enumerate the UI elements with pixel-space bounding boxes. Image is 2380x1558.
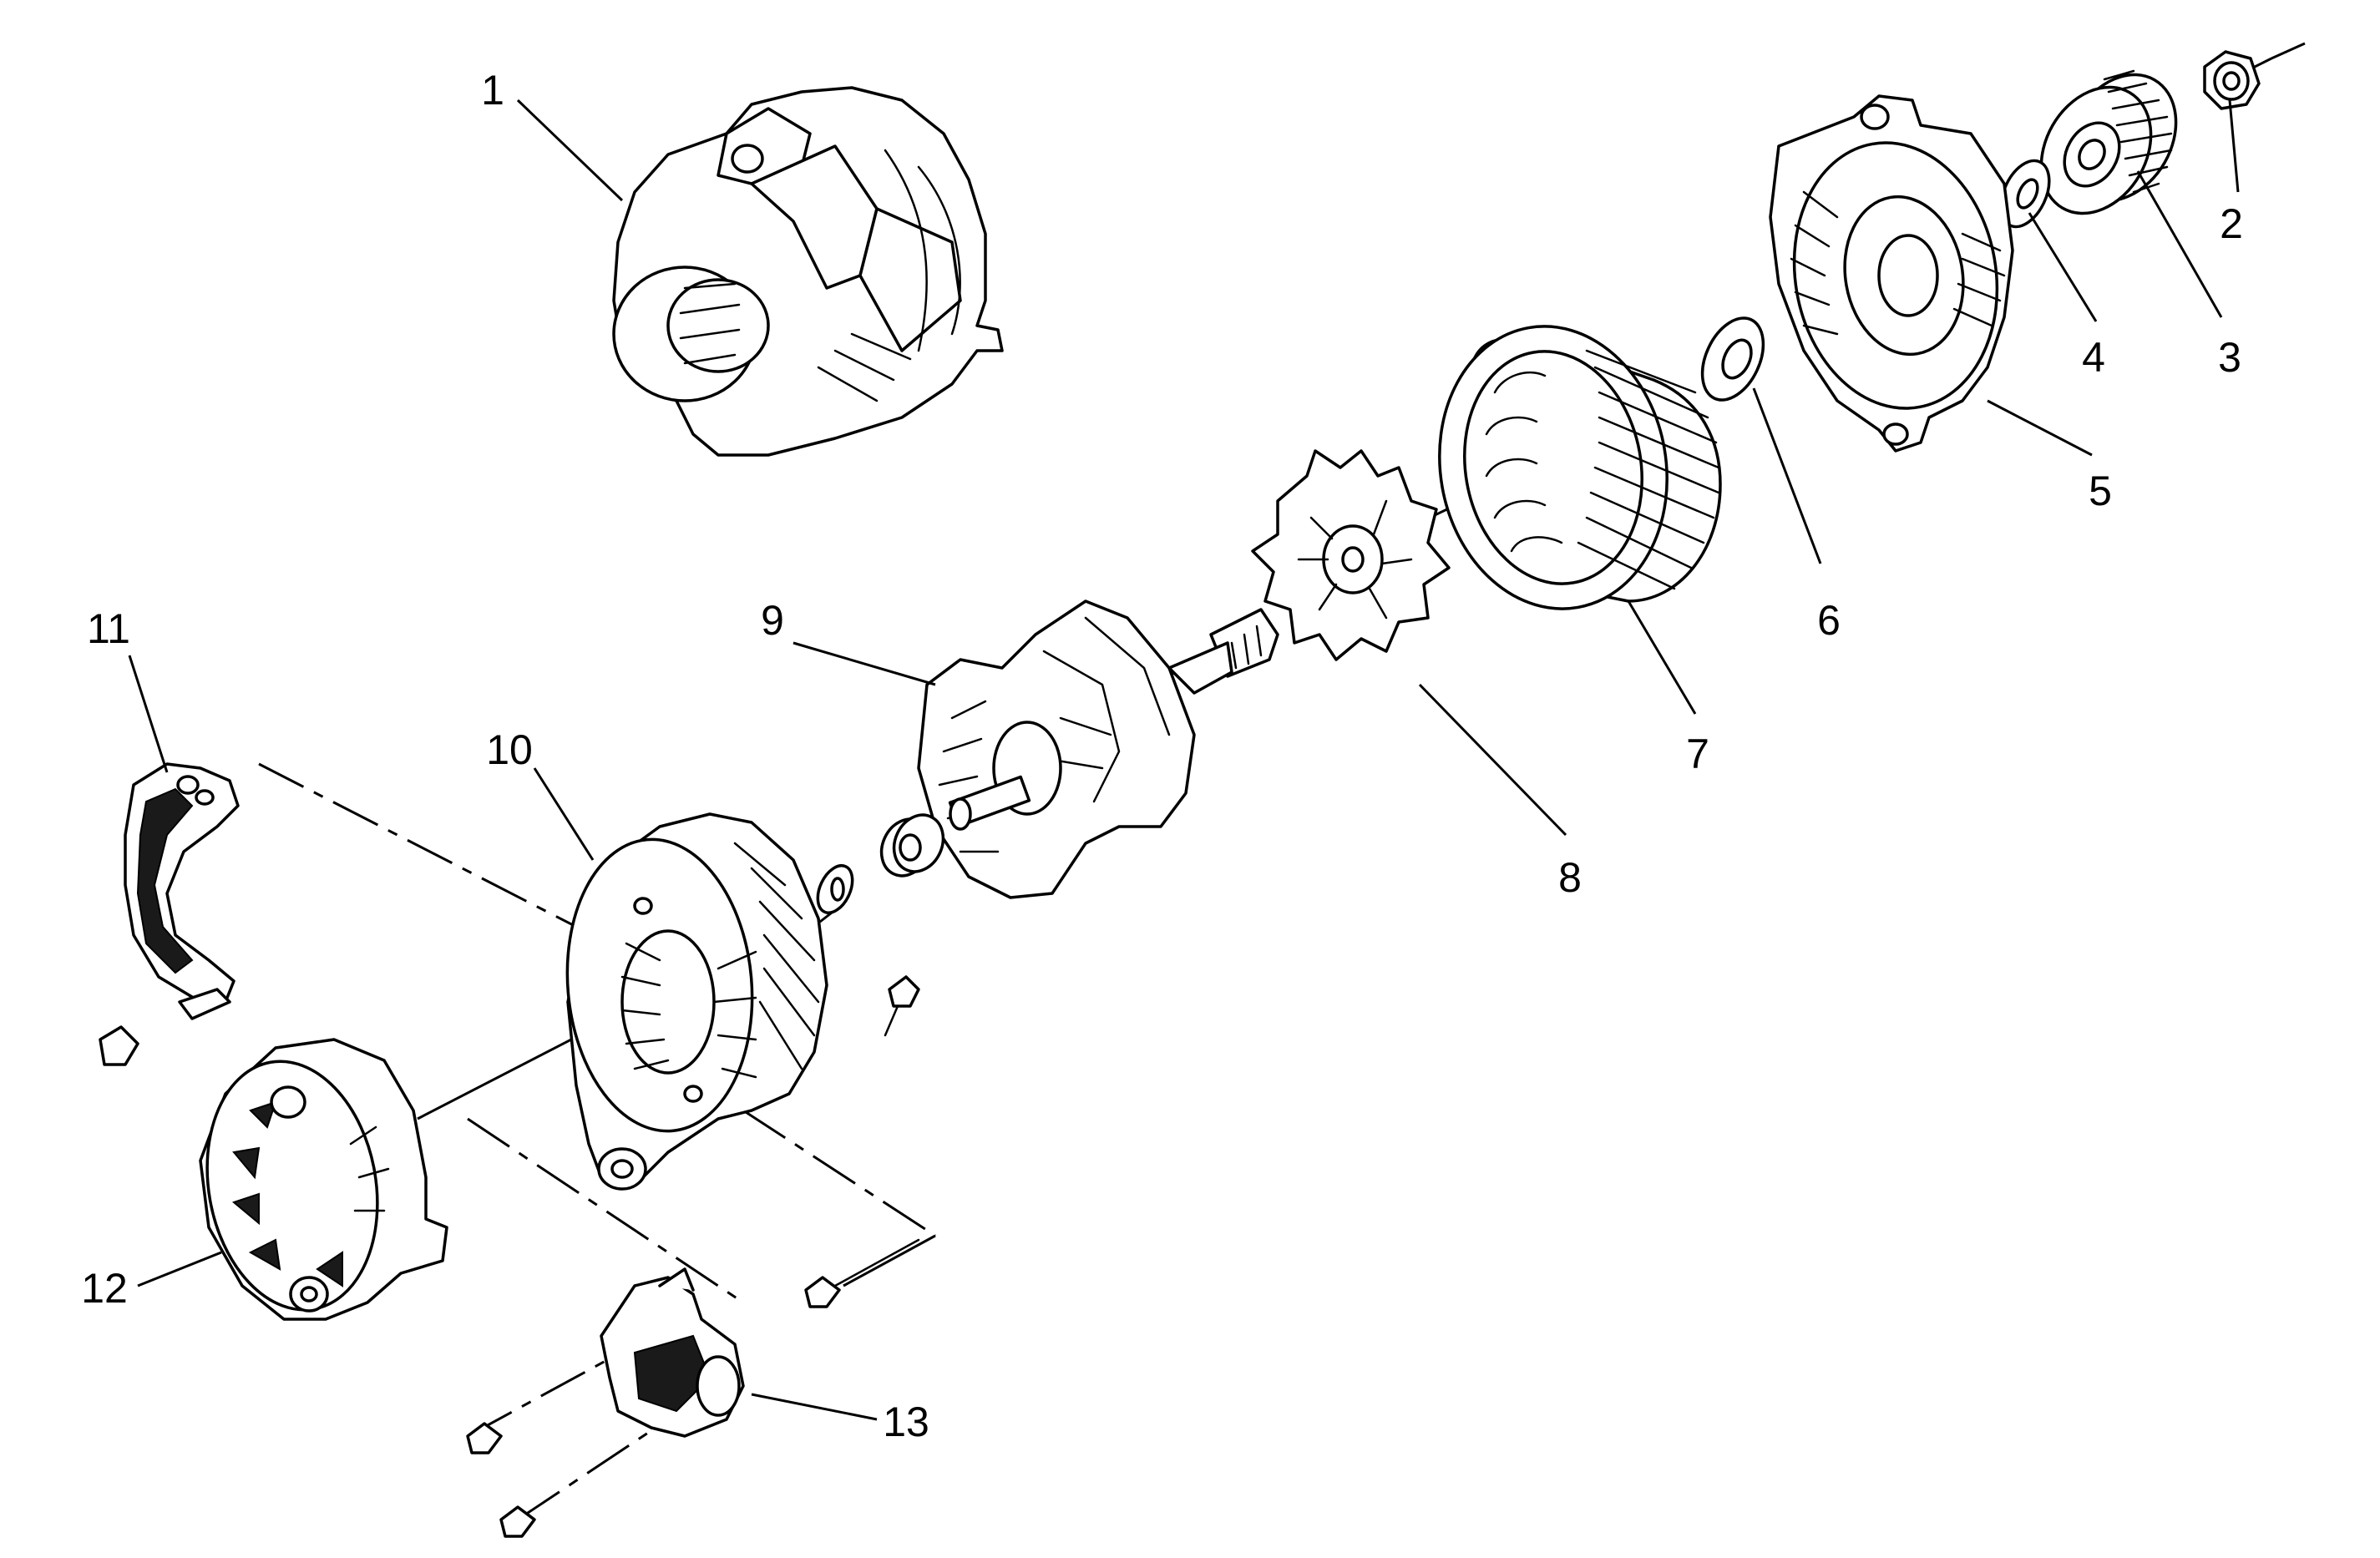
callout-8: 8 (1558, 854, 1582, 901)
stator (1438, 325, 1722, 610)
leader-11 (128, 655, 169, 773)
callout-9: 9 (761, 597, 784, 644)
slip-ring-bearing (879, 813, 945, 878)
callout-13: 13 (883, 1399, 929, 1445)
rectifier-screw (99, 988, 231, 1066)
leader-7 (1627, 600, 1697, 715)
bearing-retainer (816, 864, 854, 914)
regulator-screw (466, 1238, 920, 1538)
leader-12 (137, 1251, 222, 1287)
spacer-washer (1999, 159, 2051, 229)
leader-5 (1987, 399, 2093, 457)
leader-1 (516, 99, 624, 202)
callout-11: 11 (87, 605, 130, 652)
slip-ring-end-frame (565, 812, 828, 1191)
leader-10 (533, 767, 595, 861)
leader-3 (2136, 170, 2223, 318)
leader-4 (2028, 212, 2098, 322)
leader-8 (1418, 683, 1567, 837)
callout-10: 10 (486, 726, 533, 773)
alternator-assembly (612, 86, 1004, 457)
leader-2 (2228, 99, 2240, 193)
bearing-collar (1700, 316, 1765, 402)
callout-2: 2 (2220, 200, 2243, 247)
rectifier-bridge (124, 762, 240, 1004)
voltage-regulator (600, 1267, 745, 1438)
callout-7: 7 (1686, 731, 1709, 777)
callout-3: 3 (2218, 334, 2241, 381)
callout-4: 4 (2082, 334, 2105, 381)
callout-1: 1 (481, 67, 504, 114)
rotor (917, 599, 1279, 899)
leader-13 (751, 1393, 878, 1421)
rear-protective-cover (199, 1038, 448, 1321)
callout-5: 5 (2089, 468, 2112, 514)
drive-end-frame (1769, 94, 2014, 453)
callout-12: 12 (81, 1265, 128, 1312)
leader-lines (128, 99, 2240, 1421)
callout-6: 6 (1817, 597, 1841, 644)
pulley-nut (2203, 50, 2261, 110)
drive-pulley (2039, 69, 2178, 215)
callout-labels: 1 2 3 4 5 6 7 8 9 10 11 12 13 (81, 67, 2243, 1445)
leader-9 (792, 641, 936, 686)
frame-bolt (884, 975, 920, 1037)
leader-6 (1752, 387, 1822, 564)
cooling-fan (1251, 449, 1451, 661)
